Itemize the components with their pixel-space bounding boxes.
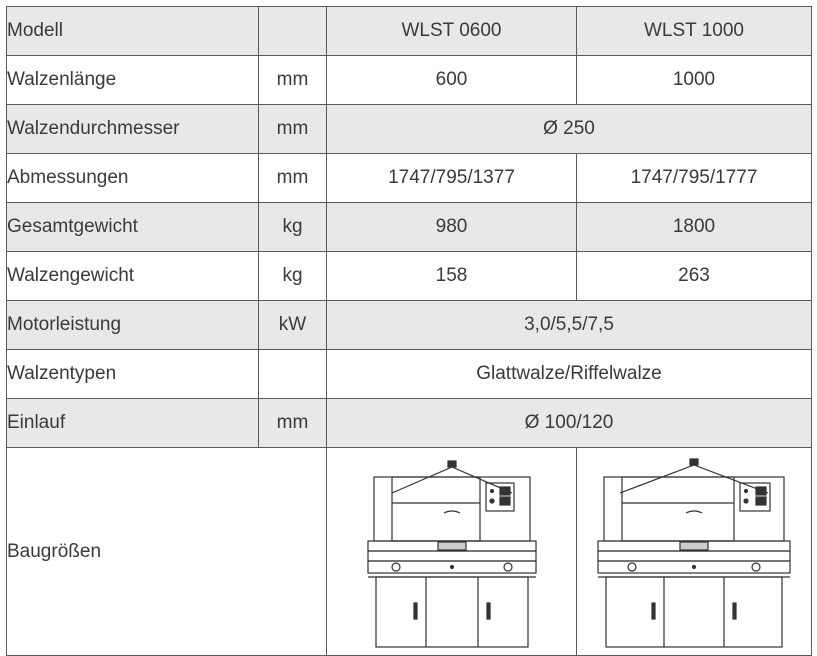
row-unit: mm bbox=[258, 55, 327, 105]
sizes-label: Baugrößen bbox=[6, 447, 327, 656]
table-row: Walzengewicht kg 158 263 bbox=[6, 251, 812, 301]
row-value-1: 158 bbox=[326, 251, 577, 301]
row-label: Abmessungen bbox=[6, 153, 259, 203]
row-value-merged: 3,0/5,5/7,5 bbox=[326, 300, 812, 350]
header-unit bbox=[258, 6, 327, 56]
machine-drawing-wlst-0600 bbox=[326, 447, 577, 656]
row-value-merged: Ø 250 bbox=[326, 104, 812, 154]
machine-drawing-small-icon bbox=[366, 459, 537, 648]
sizes-row: Baugrößen bbox=[6, 447, 812, 656]
row-unit: mm bbox=[258, 104, 327, 154]
row-unit: kg bbox=[258, 251, 327, 301]
row-label: Einlauf bbox=[6, 398, 259, 448]
row-value-1: 980 bbox=[326, 202, 577, 252]
row-value-2: 1000 bbox=[576, 55, 812, 105]
spec-table: Modell WLST 0600 WLST 1000 Walzenlänge m… bbox=[6, 6, 812, 656]
row-label: Walzenlänge bbox=[6, 55, 259, 105]
row-label: Walzendurchmesser bbox=[6, 104, 259, 154]
row-label: Walzentypen bbox=[6, 349, 259, 399]
row-unit: kW bbox=[258, 300, 327, 350]
row-label: Motorleistung bbox=[6, 300, 259, 350]
header-label: Modell bbox=[6, 6, 259, 56]
row-unit: kg bbox=[258, 202, 327, 252]
table-row: Walzentypen Glattwalze/Riffelwalze bbox=[6, 349, 812, 399]
row-unit bbox=[258, 349, 327, 399]
row-value-1: 600 bbox=[326, 55, 577, 105]
table-row: Abmessungen mm 1747/795/1377 1747/795/17… bbox=[6, 153, 812, 203]
row-value-1: 1747/795/1377 bbox=[326, 153, 577, 203]
row-value-merged: Glattwalze/Riffelwalze bbox=[326, 349, 812, 399]
row-value-2: 263 bbox=[576, 251, 812, 301]
row-unit: mm bbox=[258, 153, 327, 203]
row-value-merged: Ø 100/120 bbox=[326, 398, 812, 448]
table-row: Walzendurchmesser mm Ø 250 bbox=[6, 104, 812, 154]
row-unit: mm bbox=[258, 398, 327, 448]
table-row: Gesamtgewicht kg 980 1800 bbox=[6, 202, 812, 252]
table-header-row: Modell WLST 0600 WLST 1000 bbox=[6, 6, 812, 56]
machine-drawing-wlst-1000 bbox=[576, 447, 812, 656]
machine-drawing-large-icon bbox=[597, 457, 791, 648]
row-value-2: 1800 bbox=[576, 202, 812, 252]
table-row: Einlauf mm Ø 100/120 bbox=[6, 398, 812, 448]
table-row: Motorleistung kW 3,0/5,5/7,5 bbox=[6, 300, 812, 350]
header-model-1: WLST 0600 bbox=[326, 6, 577, 56]
row-label: Walzengewicht bbox=[6, 251, 259, 301]
row-label: Gesamtgewicht bbox=[6, 202, 259, 252]
header-model-2: WLST 1000 bbox=[576, 6, 812, 56]
row-value-2: 1747/795/1777 bbox=[576, 153, 812, 203]
table-row: Walzenlänge mm 600 1000 bbox=[6, 55, 812, 105]
